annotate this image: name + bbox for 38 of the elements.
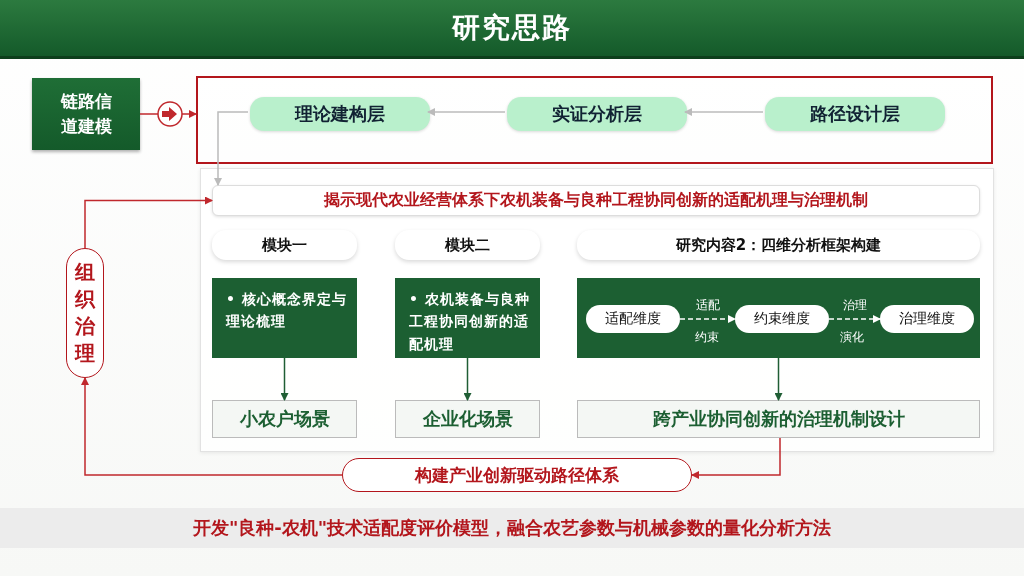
scene-box: 小农户场景 <box>212 400 357 438</box>
framework-panel <box>577 278 980 358</box>
dimension-pill: 约束维度 <box>735 305 829 333</box>
goal-banner: 揭示现代农业经营体系下农机装备与良种工程协同创新的适配机理与治理机制 <box>212 185 980 216</box>
arrow-note: 演化 <box>840 328 864 346</box>
arrow <box>280 357 289 401</box>
arrow <box>427 108 506 116</box>
title: 研究思路 <box>452 10 572 46</box>
content-block: • 农机装备与良种工程协同创新的适配机理 <box>395 278 540 358</box>
module-header: 模块一 <box>212 230 357 260</box>
arrow <box>463 357 472 401</box>
arrow <box>691 437 781 479</box>
arrow <box>84 196 213 249</box>
vertical-pill: 组织治理 <box>66 248 104 378</box>
edge-label: 治理 <box>840 296 869 314</box>
content-block: • 核心概念界定与理论梳理 <box>212 278 357 358</box>
dimension-pill: 治理维度 <box>880 305 974 333</box>
arrow <box>81 377 343 476</box>
scene-box: 跨产业协同创新的治理机制设计 <box>577 400 980 438</box>
module-header: 研究内容2：四维分析框架构建 <box>577 230 980 260</box>
title-box: 链路信道建模 <box>32 78 140 150</box>
dimension-pill: 适配维度 <box>586 305 680 333</box>
path-pill: 构建产业创新驱动路径体系 <box>342 458 692 492</box>
arrow <box>139 110 197 118</box>
arrow <box>774 357 783 401</box>
module-header: 模块二 <box>395 230 540 260</box>
scene-box: 企业化场景 <box>395 400 540 438</box>
edge-label: 适配 <box>693 296 722 314</box>
layer-box: 理论建构层 <box>250 97 430 131</box>
arrow-note: 约束 <box>695 328 719 346</box>
arrow <box>684 108 764 116</box>
arrow <box>828 315 881 323</box>
conclusion-text: 开发"良种-农机"技术适配度评价模型，融合农艺参数与机械参数的量化分析方法 <box>192 516 832 540</box>
arrow <box>679 315 736 323</box>
arrow <box>214 111 249 186</box>
layer-box: 路径设计层 <box>765 97 945 131</box>
layer-box: 实证分析层 <box>507 97 687 131</box>
frame-box <box>196 76 993 164</box>
